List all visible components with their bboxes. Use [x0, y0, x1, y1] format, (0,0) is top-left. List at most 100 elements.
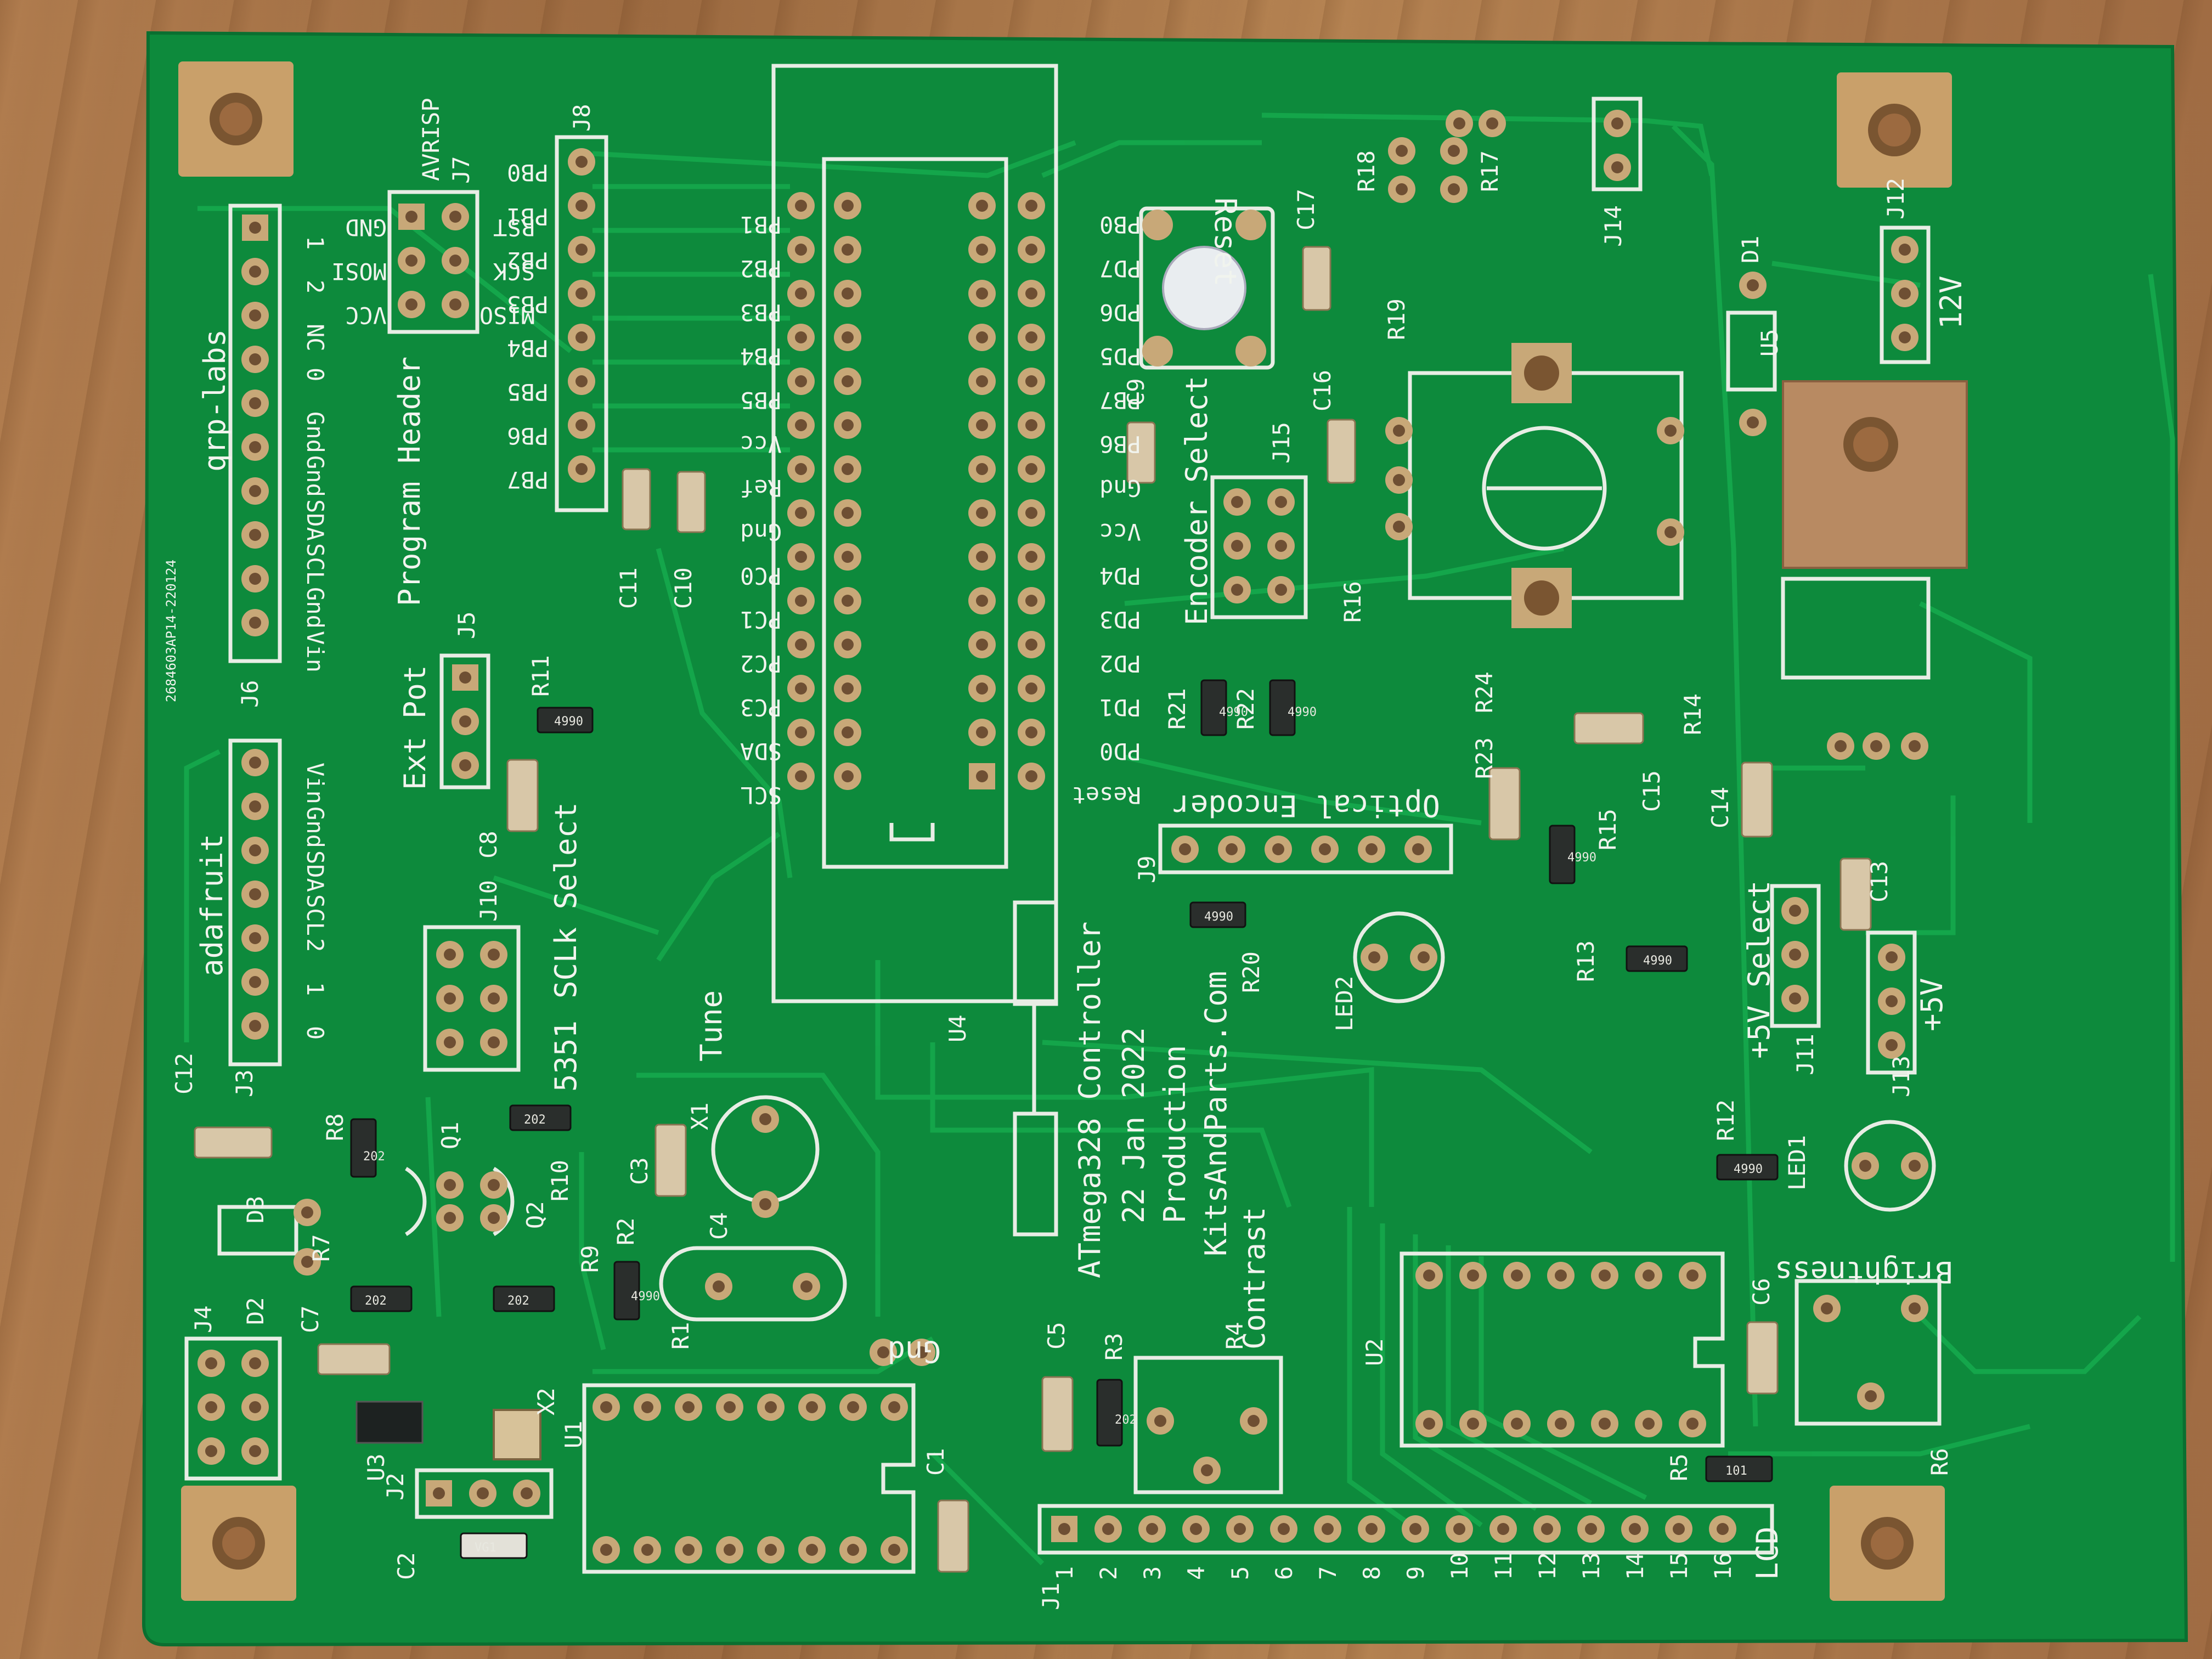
- pad-hole: [488, 1036, 500, 1048]
- u4-right-pin-label: PB0: [1099, 211, 1141, 238]
- j7-left-pin-label: VCC: [345, 302, 387, 329]
- pad-hole: [249, 309, 261, 321]
- pad-hole: [1278, 1523, 1290, 1535]
- pad-hole: [1025, 463, 1037, 475]
- j8-pin-label: PB7: [507, 466, 549, 493]
- designator-d1: D1: [1737, 235, 1764, 263]
- u4-left-pin-label: PC0: [740, 562, 782, 589]
- pad-hole: [842, 244, 854, 256]
- pad-hole: [795, 419, 807, 431]
- j6-pin-label: SDA: [302, 499, 329, 541]
- j6-pin-label: 1: [302, 236, 329, 250]
- pad-hole: [1272, 843, 1284, 855]
- pad-hole: [1865, 1390, 1877, 1402]
- pad-hole: [1393, 425, 1405, 437]
- pads: [198, 110, 1928, 1564]
- u4-left-pin-label: Gnd: [740, 518, 782, 545]
- pad-hole: [1643, 1418, 1655, 1430]
- designator-c5: C5: [1043, 1322, 1070, 1350]
- pad-hole: [976, 287, 988, 300]
- pad-hole: [1025, 331, 1037, 343]
- pad-hole: [976, 682, 988, 695]
- pad-hole: [1025, 726, 1037, 738]
- designator-r20: R20: [1238, 951, 1265, 993]
- pad-hole: [459, 672, 471, 684]
- designator-c12: C12: [171, 1053, 198, 1094]
- u4-left-pin-label: PB2: [740, 255, 782, 282]
- j8-pin-label: PB3: [507, 291, 549, 318]
- pad-hole: [449, 255, 461, 267]
- pad-hole: [1886, 1039, 1898, 1051]
- u4-right-pin-label: PD0: [1099, 738, 1141, 765]
- designator-led2: LED2: [1331, 976, 1358, 1031]
- pad-hole: [1423, 1269, 1435, 1282]
- pad-hole: [847, 1544, 859, 1556]
- pad-hole: [847, 1401, 859, 1413]
- pad-hole: [1899, 331, 1911, 343]
- pad-hole: [1025, 551, 1037, 563]
- resistor-code: 4990: [554, 715, 583, 729]
- pad-hole: [1275, 540, 1287, 552]
- j8-pin-label: PB5: [507, 379, 549, 405]
- u4-left-pin-label: PB5: [740, 387, 782, 414]
- plus5v-select-label: +5V Select: [1742, 881, 1776, 1059]
- pad-hole: [249, 757, 261, 769]
- pad-hole: [1886, 995, 1898, 1007]
- pad-hole: [800, 1280, 812, 1293]
- designator-c6: C6: [1748, 1278, 1775, 1306]
- u4-right-pin-label: PD2: [1099, 650, 1141, 677]
- pad-hole: [1835, 740, 1847, 752]
- designator-r23: R23: [1471, 737, 1498, 779]
- pad-hole: [1025, 375, 1037, 387]
- pad-hole: [1541, 1523, 1553, 1535]
- j8-pin-label: PB4: [507, 335, 549, 362]
- u4-right-pin-label: PD1: [1099, 694, 1141, 721]
- pad-hole: [1789, 905, 1801, 917]
- pad-hole: [600, 1401, 612, 1413]
- resistor-code: VG1: [475, 1541, 496, 1555]
- designator-c15: C15: [1638, 770, 1665, 812]
- pad-hole: [1886, 951, 1898, 963]
- designator-u2: U2: [1361, 1338, 1388, 1366]
- designator-u5: U5: [1756, 329, 1783, 357]
- j1-pin-label: 9: [1402, 1566, 1429, 1580]
- pad-hole: [842, 375, 854, 387]
- pad-hole: [1231, 496, 1243, 508]
- u4-right-pin-label: PB6: [1099, 431, 1141, 458]
- pad-hole: [842, 639, 854, 651]
- pad-hole: [449, 211, 461, 223]
- pad-hole: [724, 1544, 736, 1556]
- pad-hole: [1448, 183, 1460, 195]
- designator-u1: U1: [560, 1420, 587, 1448]
- u4-right-pin-label: Reset: [1072, 782, 1141, 809]
- pad-hole: [205, 1401, 217, 1413]
- designator-j8: J8: [568, 104, 595, 132]
- pad-hole: [459, 759, 471, 771]
- designator-r13: R13: [1572, 940, 1599, 982]
- pad-hole: [1393, 474, 1405, 486]
- pad-hole: [1448, 145, 1460, 157]
- designator-j7: J7: [448, 156, 475, 184]
- pad-hole: [976, 375, 988, 387]
- designator-r22: R22: [1232, 688, 1259, 730]
- pad-hole: [1201, 1464, 1213, 1476]
- designator-r14: R14: [1679, 693, 1706, 735]
- pad-hole: [1909, 740, 1921, 752]
- pad-hole: [249, 976, 261, 988]
- pin-labels: PB0PB1PB2PB3PB4PB5PB6PB7PB1PB2PB3PB4PB5V…: [302, 159, 1763, 1580]
- pad-hole: [521, 1487, 533, 1499]
- pad-hole: [842, 419, 854, 431]
- pad-hole: [976, 244, 988, 256]
- designator-j1: J1: [1037, 1582, 1064, 1610]
- pad-hole: [1821, 1302, 1833, 1314]
- pad-hole: [575, 463, 588, 475]
- program-header-label: Program Header: [392, 357, 427, 606]
- designator-r7: R7: [308, 1234, 335, 1262]
- pad-hole: [1275, 584, 1287, 596]
- designator-j9: J9: [1133, 855, 1160, 883]
- resistor-code: 4990: [1643, 954, 1672, 968]
- pad-hole: [405, 211, 417, 223]
- pad-hole: [249, 529, 261, 541]
- encoder-select-label: Encoder Select: [1180, 376, 1214, 625]
- reset-label: Reset: [1208, 198, 1243, 287]
